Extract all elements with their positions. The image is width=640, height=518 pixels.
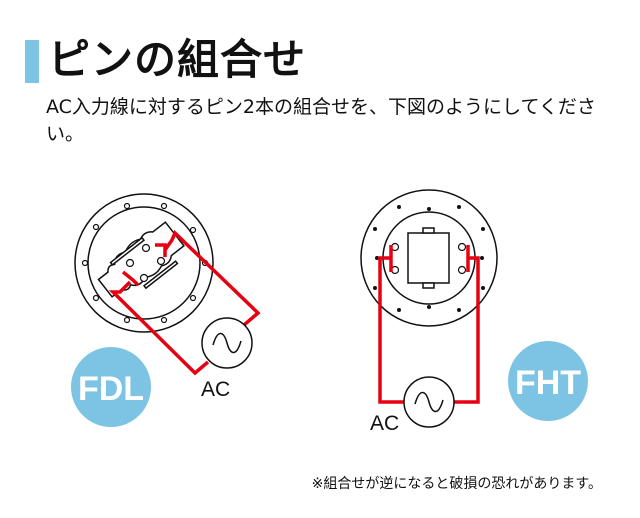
fht-socket-body — [407, 232, 450, 284]
sine-wave-icon — [414, 391, 444, 413]
fdl-ring-holes — [81, 202, 209, 324]
fdl-diagram — [74, 193, 214, 333]
fdl-outer-ring — [74, 193, 214, 333]
fht-badge-circle — [508, 341, 588, 421]
fdl-wire — [108, 229, 261, 376]
title-accent-bar — [25, 40, 39, 83]
fdl-badge-label: FDL — [78, 370, 144, 408]
page-title: ピンの組合せ — [48, 35, 307, 84]
fht-badge-label: FHT — [515, 364, 581, 402]
description: AC入力線に対するピン2本の組合せを、下図のようにしてください。 — [46, 96, 596, 145]
fht-outer-ring — [360, 189, 498, 327]
fdl-pins — [125, 243, 166, 283]
fdl-base — [97, 221, 185, 298]
fht-ring-dots — [373, 205, 485, 312]
fdl-ac-source — [201, 317, 253, 369]
fdl-badge-circle — [71, 347, 151, 427]
fht-diagram — [360, 189, 498, 327]
fht-ac-source — [403, 376, 455, 428]
fht-ac-label: AC — [370, 412, 399, 435]
fdl-ac-label: AC — [201, 378, 230, 401]
sine-wave-icon — [212, 332, 242, 354]
fht-wire — [378, 245, 480, 404]
warning-note: ※組合せが逆になると破損の恐れがあります。 — [311, 476, 602, 492]
